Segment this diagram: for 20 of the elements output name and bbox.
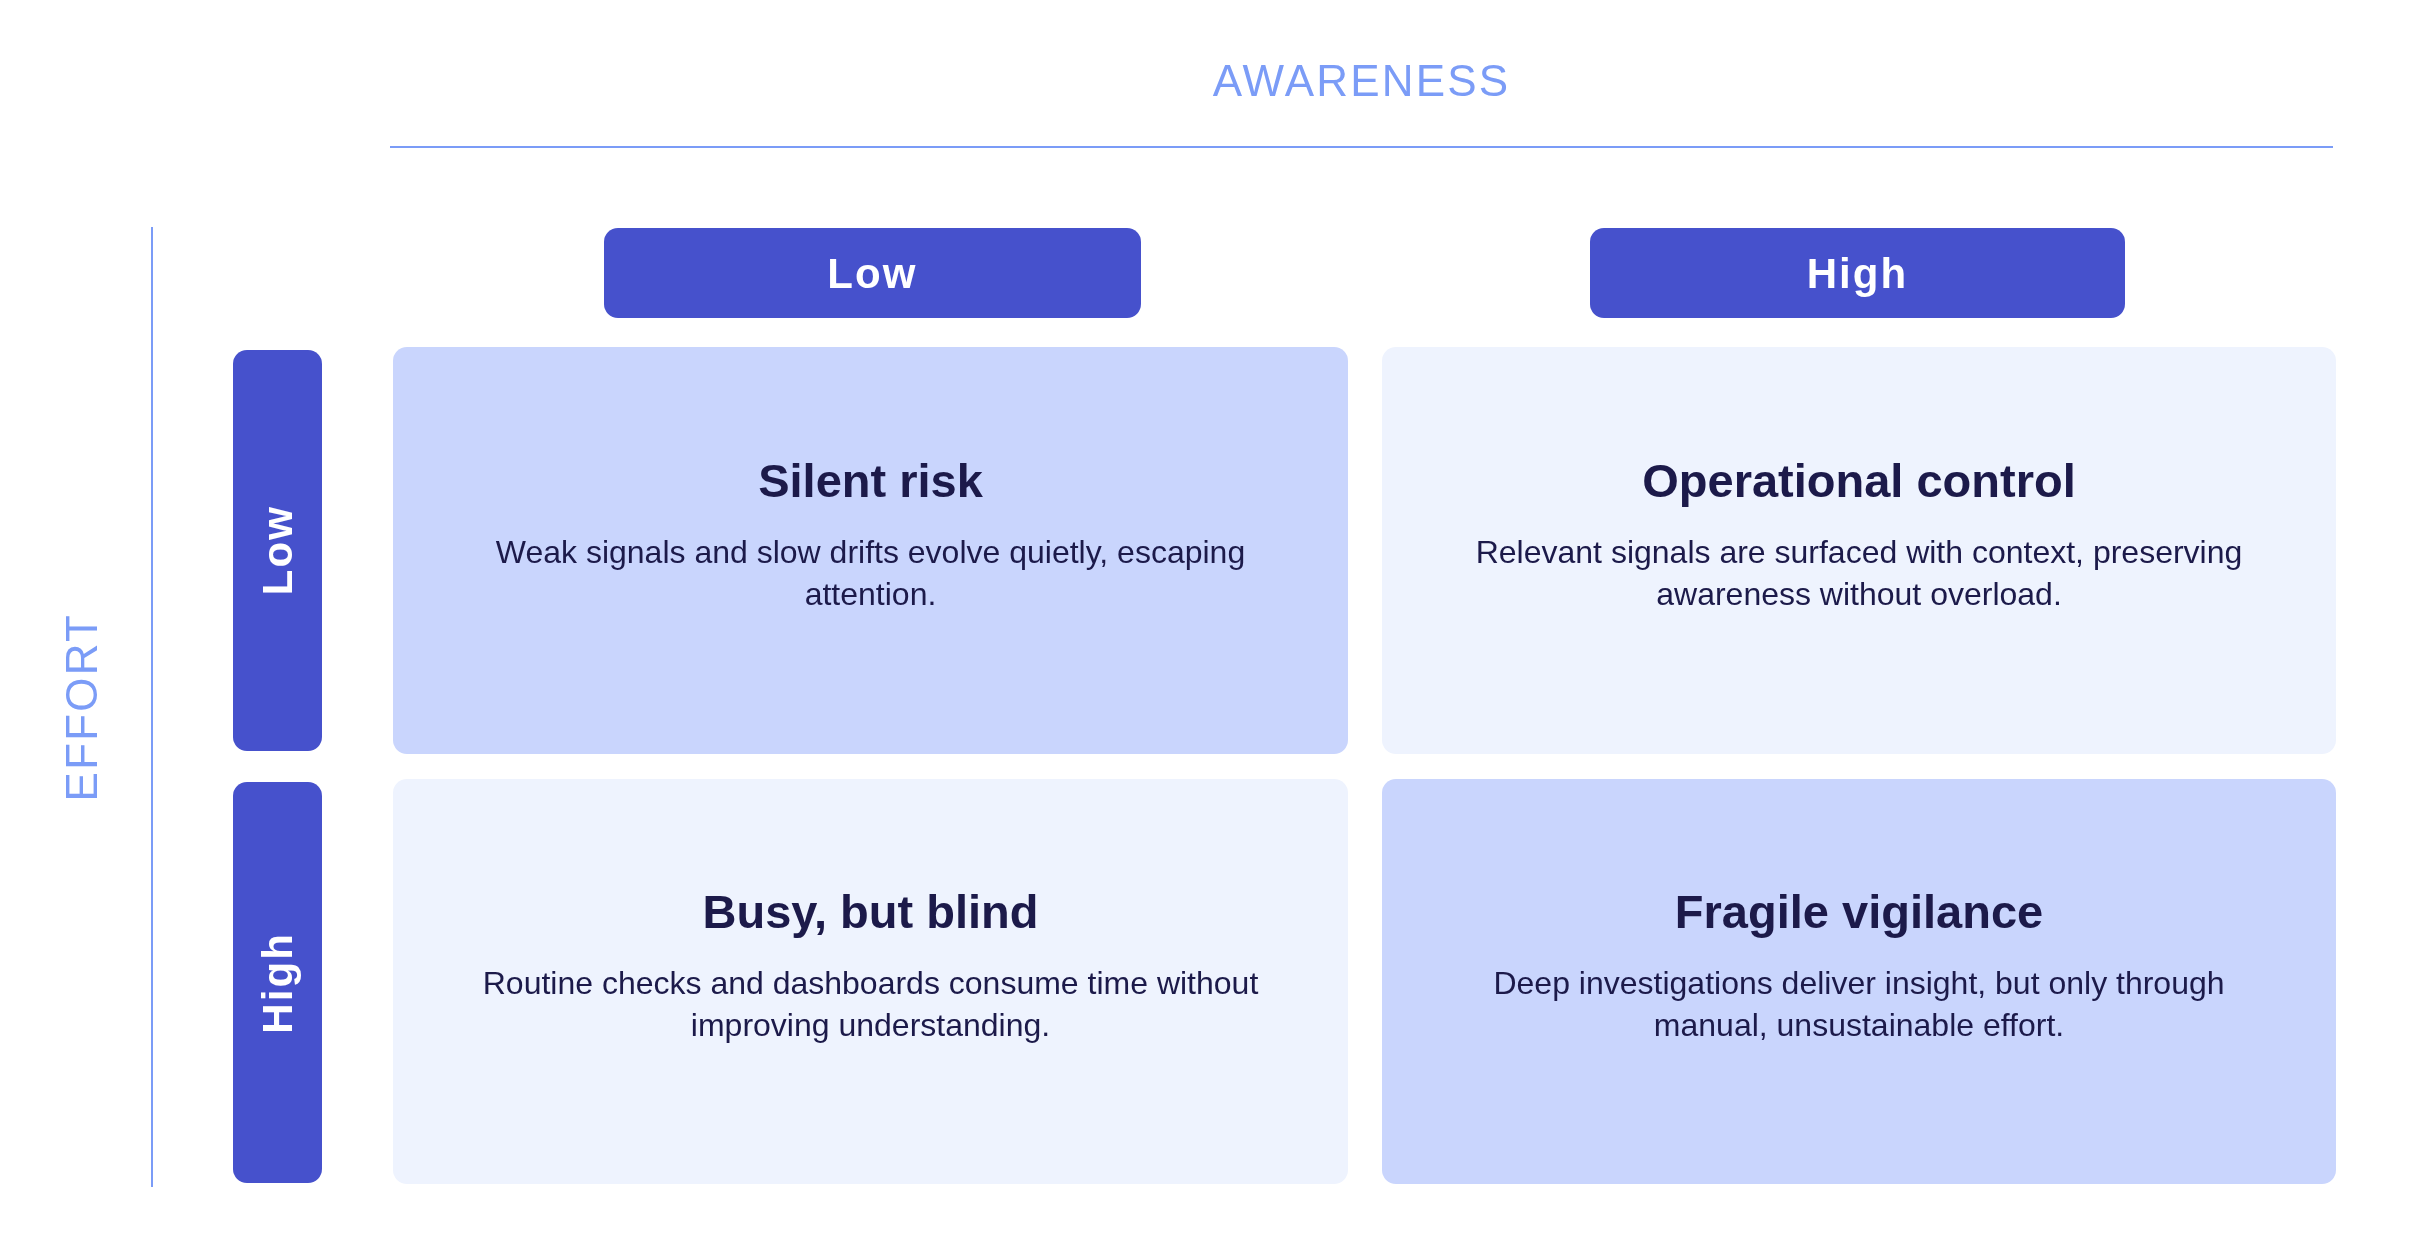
header-tab <box>233 350 322 751</box>
axis-title: AWARENESS <box>1212 55 1511 107</box>
header-label: High <box>1806 248 1909 299</box>
quadrant-title: Operational control <box>1642 452 2076 509</box>
header-label: Low <box>827 248 918 299</box>
axis-title: EFFORT <box>56 612 107 802</box>
header-tab <box>233 782 322 1183</box>
quadrant-description: Routine checks and dashboards consume time without improving understanding. <box>481 964 1260 1045</box>
header-tab <box>1590 228 2125 318</box>
quadrant-description: Weak signals and slow drifts evolve quietly, escaping attention. <box>494 533 1247 614</box>
quadrant-title: Fragile vigilance <box>1674 883 2044 940</box>
header-label: High <box>253 931 302 1034</box>
header-label: Low <box>253 505 302 596</box>
quadrant-card <box>393 347 1348 754</box>
quadrant-description: Deep investigations deliver insight, but only through manual, unsustainable effort. <box>1492 964 2226 1045</box>
quadrant-title: Busy, but blind <box>702 883 1039 940</box>
header-tab <box>604 228 1141 318</box>
quadrant-title: Silent risk <box>758 452 983 509</box>
quadrant-card <box>1382 779 2336 1184</box>
quadrant-description: Relevant signals are surfaced with context, preserving awareness without overload. <box>1474 533 2244 614</box>
